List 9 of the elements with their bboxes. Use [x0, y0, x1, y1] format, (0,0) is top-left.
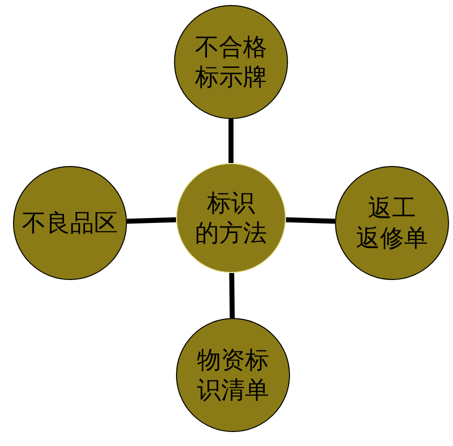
topic-circle: 标识的方法 [176, 163, 286, 273]
connector-line [286, 217, 336, 224]
topic-circle: 不良品区 [13, 166, 127, 280]
topic-circle: 返工返修单 [335, 166, 449, 280]
connector-line [228, 119, 234, 163]
connector-line [126, 217, 176, 224]
topic-circle: 不合格标示牌 [174, 5, 288, 119]
topic-circle: 物资标识清单 [176, 318, 290, 432]
connector-line [229, 272, 235, 318]
